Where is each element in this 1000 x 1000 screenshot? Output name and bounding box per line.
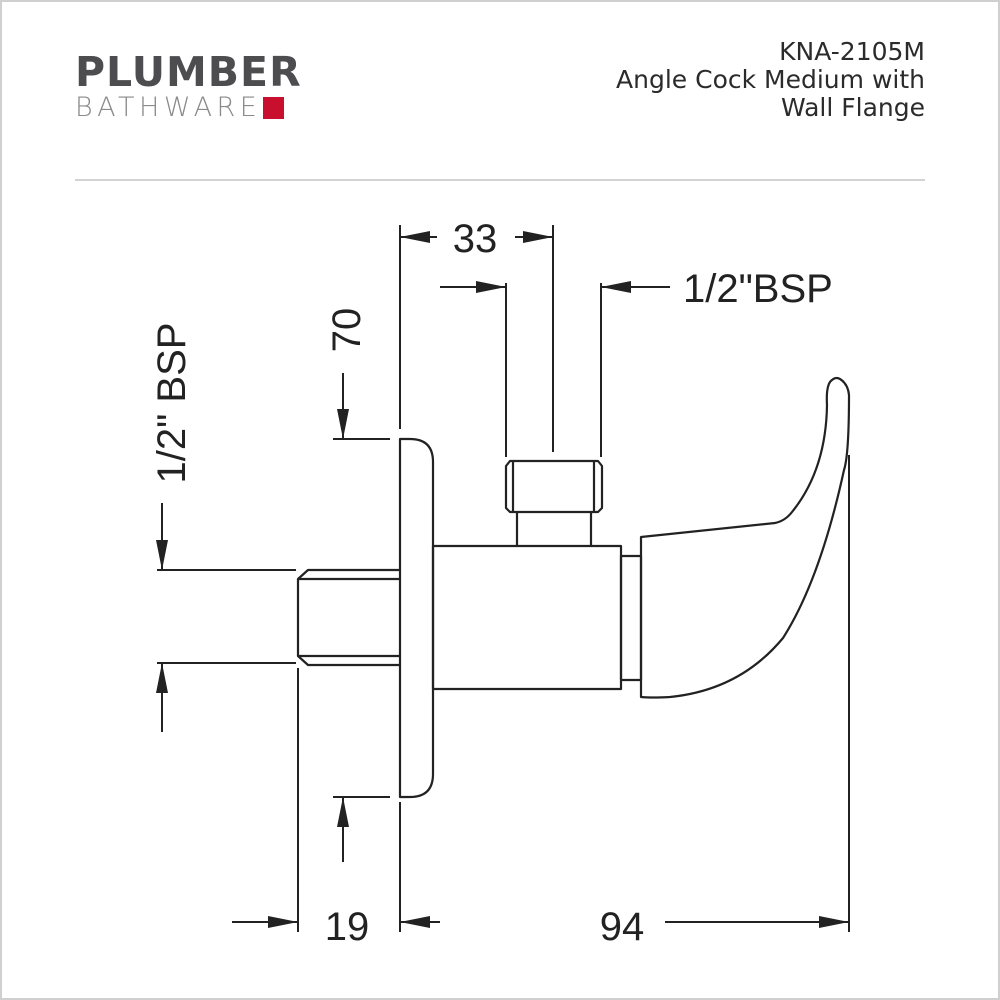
product-code: KNA-2105M [779,37,925,66]
wall-flange [398,437,435,799]
logo-wordmark: PLUMBER [75,48,302,96]
outlet-neck [515,512,593,546]
dim-inlet-length: 19 [325,905,370,949]
logo-subtitle: BATHWARE [75,92,262,123]
logo-red-square [263,97,285,119]
dim-outlet-thread: 1/2"BSP [683,267,833,311]
dimension-lines [156,225,850,932]
spindle [619,554,643,682]
lever-handle [639,376,851,699]
dim-overall-depth: 94 [600,905,645,949]
product-title: KNA-2105M Angle Cock Medium with Wall Fl… [616,38,925,122]
valve-body [431,544,623,691]
product-name-line2: Wall Flange [780,93,925,122]
inlet-nipple [296,568,400,667]
dim-outlet-spacing: 33 [453,217,498,261]
product-name-line1: Angle Cock Medium with [616,65,925,94]
dim-flange-height: 70 [325,308,369,353]
brand-logo: PLUMBER BATHWARE [75,50,302,122]
outlet-nut [504,459,604,514]
header-divider [75,179,925,181]
dim-inlet-thread: 1/2" BSP [150,323,194,484]
